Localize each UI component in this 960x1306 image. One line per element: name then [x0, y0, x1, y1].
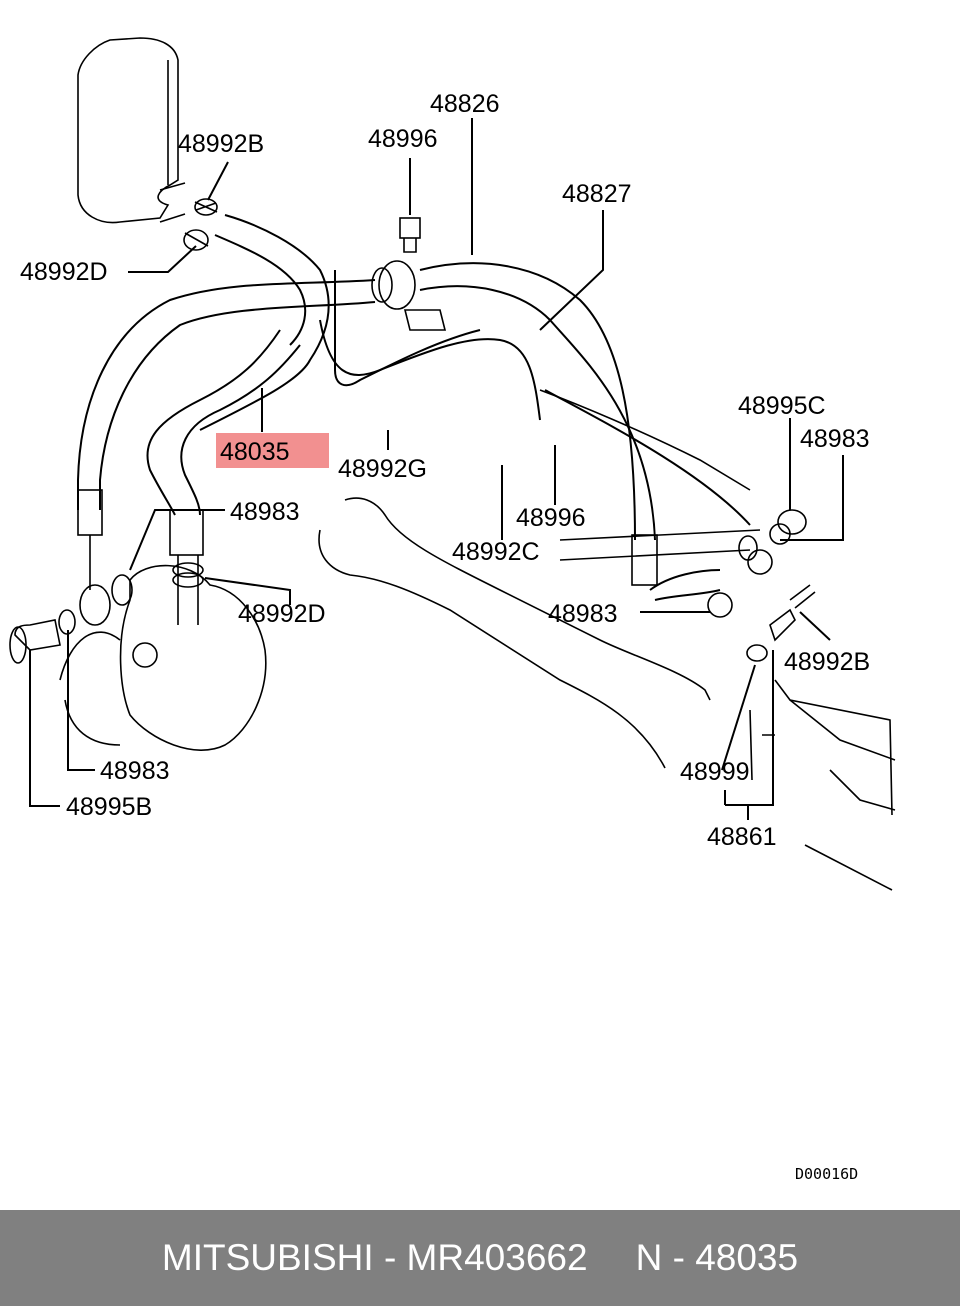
label-48996-top[interactable]: 48996: [368, 125, 438, 153]
label-48983-right-mid[interactable]: 48983: [548, 600, 618, 628]
label-48999[interactable]: 48999: [680, 758, 750, 786]
callout-labels: 48826 48996 48992B 48827 48992D 48035 48…: [20, 90, 870, 851]
label-48992D-bottom[interactable]: 48992D: [238, 600, 326, 628]
highlight-box-48035: [216, 433, 329, 468]
diagram-code: D00016D: [795, 1165, 858, 1183]
label-48995B[interactable]: 48995B: [66, 793, 152, 821]
footer-space-4: [685, 1237, 695, 1279]
label-48992G[interactable]: 48992G: [338, 455, 427, 483]
label-48826[interactable]: 48826: [430, 90, 500, 118]
clamp-48992D-bottom: [172, 562, 204, 588]
footer-brand: MITSUBISHI: [161, 1237, 374, 1278]
leader-lines: [29, 118, 844, 820]
reservoir-drawing: [77, 37, 186, 224]
label-48983-center[interactable]: 48983: [230, 498, 300, 526]
banjo-fitting-left: [9, 574, 133, 664]
label-48992C[interactable]: 48992C: [452, 538, 540, 566]
pressure-hose-48826: [77, 262, 658, 590]
label-48827[interactable]: 48827: [562, 180, 632, 208]
footer-space-1: [374, 1237, 384, 1279]
label-48861[interactable]: 48861: [707, 823, 777, 851]
label-48035[interactable]: 48035: [220, 438, 290, 466]
footer-n-value: 48035: [695, 1237, 799, 1278]
frame-linework: [749, 679, 896, 891]
bolt-48996-top: [399, 217, 421, 253]
label-48983-right-top[interactable]: 48983: [800, 425, 870, 453]
footer-bar: MITSUBISHI - MR403662 N - 48035: [0, 1210, 960, 1306]
footer-n-label: N: [635, 1237, 663, 1278]
return-hose: [199, 214, 481, 431]
parts-diagram: 48826 48996 48992B 48827 48992D 48035 48…: [9, 37, 896, 1183]
footer-part-number: MR403662: [406, 1237, 588, 1278]
hose-48827: [319, 319, 751, 526]
footer-space-3: [662, 1237, 672, 1279]
pump-drawing: [59, 564, 267, 751]
label-48995C[interactable]: 48995C: [738, 392, 826, 420]
footer-n-separator: -: [672, 1237, 685, 1278]
clamp-48992D-left: [183, 229, 209, 251]
label-48992B-top[interactable]: 48992B: [178, 130, 264, 158]
right-fittings: [649, 509, 816, 662]
footer-space-2: [396, 1237, 406, 1279]
clamp-48992B-top: [194, 198, 218, 216]
label-48992D-left[interactable]: 48992D: [20, 258, 108, 286]
label-48996-mid[interactable]: 48996: [516, 504, 586, 532]
label-48983-left[interactable]: 48983: [100, 757, 170, 785]
footer-separator: -: [383, 1237, 397, 1278]
hose-clamp-bracket: [371, 260, 447, 331]
steering-gear-housing: [318, 389, 761, 769]
label-48992B-right[interactable]: 48992B: [784, 648, 870, 676]
